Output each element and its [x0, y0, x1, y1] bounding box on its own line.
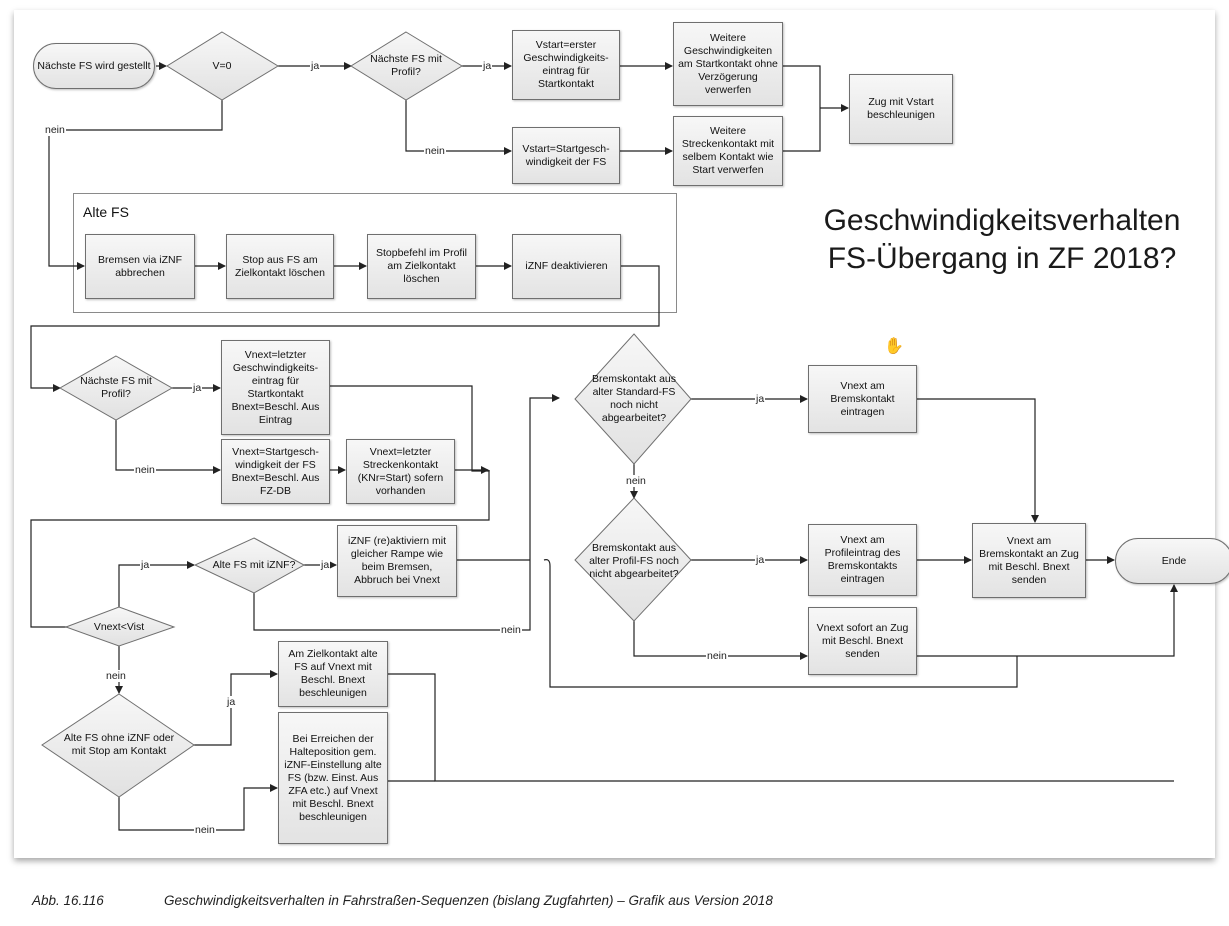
label-ja-profil2: ja	[192, 382, 203, 394]
decision-profil2-text: Nächste FS mit Profil?	[80, 375, 152, 400]
diagram-title: Geschwindigkeitsverhalten FS-Übergang in…	[823, 204, 1181, 275]
decision-brems-profil-text: Bremskontakt aus alter Profil-FS noch ni…	[589, 541, 679, 580]
node-weitere-geschwindigkeiten: Weitere Geschwindigkeiten am Startkontak…	[673, 22, 783, 106]
node-vstart-profil: Vstart=erster Geschwindigkeits-eintrag f…	[512, 30, 620, 100]
label-ja-alte-iznf: ja	[320, 559, 331, 571]
node-vnext-bremskontakt-eintragen: Vnext am Bremskontakt eintragen	[808, 365, 917, 433]
decision-vnext-vist-text: Vnext<Vist	[93, 620, 145, 633]
node-start: Nächste FS wird gestellt	[33, 43, 155, 89]
node-vnext-profileintrag: Vnext am Profileintrag des Bremskontakts…	[808, 524, 917, 596]
decision-v0	[166, 31, 279, 101]
label-nein-profil1: nein	[424, 145, 446, 157]
decision-v0-text: V=0	[212, 59, 232, 72]
decision-bremskontakt-standard	[574, 333, 692, 465]
label-nein-brems-std: nein	[625, 475, 647, 487]
caption-text: Geschwindigkeitsverhalten in Fahrstraßen…	[164, 893, 773, 908]
node-vnext-streckenkontakt: Vnext=letzter Streckenkontakt (KNr=Start…	[346, 439, 455, 504]
label-nein-alte-iznf: nein	[500, 624, 522, 636]
decision-shapes	[41, 31, 692, 798]
decision-naechste-fs-profil-2	[58, 355, 174, 421]
node-vnext-startgeschwindigkeit: Vnext=Startgesch-windigkeit der FS Bnext…	[221, 439, 330, 504]
node-vnext-letzter-eintrag: Vnext=letzter Geschwindigkeits-eintrag f…	[221, 340, 330, 435]
node-stop-loeschen: Stop aus FS am Zielkontakt löschen	[226, 234, 334, 299]
node-bei-erreichen: Bei Erreichen der Halteposition gem. iZN…	[278, 712, 388, 844]
decision-alte-fs-ohne-iznf	[41, 693, 195, 798]
label-ja-brems-std: ja	[755, 393, 766, 405]
label-nein-alte-ohne: nein	[194, 824, 216, 836]
group-alte-fs-title: Alte FS	[83, 204, 129, 220]
node-vnext-an-zug: Vnext am Bremskontakt an Zug mit Beschl.…	[972, 523, 1086, 598]
node-vstart-fs: Vstart=Startgesch-windigkeit der FS	[512, 127, 620, 184]
hand-grab-cursor-icon: ✋	[884, 338, 904, 355]
node-iznf-reaktivieren: iZNF (re)aktiviern mit gleicher Rampe wi…	[337, 525, 457, 597]
connectors	[30, 62, 1178, 831]
node-bremsen-abbrechen: Bremsen via iZNF abbrechen	[85, 234, 195, 299]
decision-profil1-text: Nächste FS mit Profil?	[370, 53, 442, 78]
decision-vnext-vist	[64, 606, 176, 647]
decision-alte-iznf-text: Alte FS mit iZNF?	[212, 558, 296, 571]
label-ja-profil1: ja	[482, 60, 493, 72]
decision-naechste-fs-profil-1	[350, 31, 463, 101]
decision-brems-std-text: Bremskontakt aus alter Standard-FS noch …	[591, 373, 677, 424]
node-weitere-streckenkontakt: Weitere Streckenkontakt mit selbem Konta…	[673, 116, 783, 186]
label-nein-brems-profil: nein	[706, 650, 728, 662]
node-stopbefehl-loeschen: Stopbefehl im Profil am Zielkontakt lösc…	[367, 234, 476, 299]
node-zug-vstart: Zug mit Vstart beschleunigen	[849, 74, 953, 144]
caption-number: Abb. 16.116	[32, 893, 104, 908]
label-ja-alte-ohne: ja	[226, 696, 237, 708]
decision-alte-ohne-text: Alte FS ohne iZNF oder mit Stop am Konta…	[63, 732, 175, 757]
node-ende: Ende	[1115, 538, 1229, 584]
flowchart-canvas: Alte FS	[14, 10, 1229, 858]
label-ja-v0: ja	[310, 60, 321, 72]
figure-caption: Abb. 16.116 Geschwindigkeitsverhalten in …	[32, 893, 773, 908]
node-am-zielkontakt: Am Zielkontakt alte FS auf Vnext mit Bes…	[278, 641, 388, 707]
label-nein-vnext-vist: nein	[105, 670, 127, 682]
label-ja-brems-profil: ja	[755, 554, 766, 566]
node-iznf-deaktivieren: iZNF deaktivieren	[512, 234, 621, 299]
label-nein-profil2: nein	[134, 464, 156, 476]
decision-alte-fs-iznf	[193, 537, 306, 594]
node-vnext-sofort: Vnext sofort an Zug mit Beschl. Bnext se…	[808, 607, 917, 675]
label-ja-vnext-vist: ja	[140, 559, 151, 571]
label-nein-v0: nein	[44, 124, 66, 136]
decision-bremskontakt-profil	[574, 497, 692, 622]
